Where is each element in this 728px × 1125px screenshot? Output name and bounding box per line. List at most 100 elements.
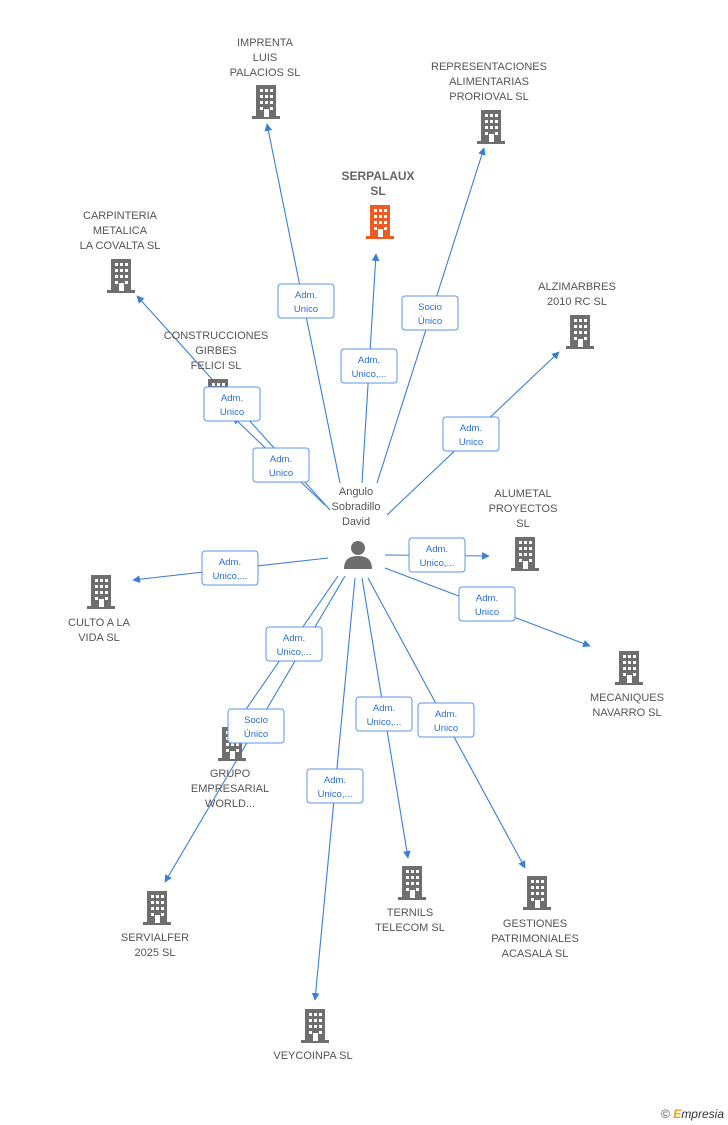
building-icon (107, 259, 135, 293)
relation-label-text-line: Unico,... (318, 789, 353, 800)
relation-label-text: Adm.Unico,... (277, 633, 312, 658)
relation-label-text-line: Unico (434, 723, 458, 734)
relation-label-construcciones[interactable]: Adm.Unico (252, 447, 310, 483)
company-label-serpalaux-line: SL (370, 184, 385, 198)
relation-label-text-line: Unico (475, 607, 499, 618)
building-icon (511, 537, 539, 571)
relation-label-box (442, 416, 500, 452)
building-icon (523, 876, 551, 910)
relation-label-text: Adm.Unico (294, 290, 318, 315)
relation-label-text-line: Adm. (283, 633, 305, 644)
relation-label-text: Adm.Unico,... (352, 355, 387, 380)
relation-label-serpalaux[interactable]: Adm.Unico,... (340, 348, 398, 384)
company-label-mecaniques-line: MECANIQUES (590, 692, 664, 704)
relation-label-box (265, 626, 323, 662)
company-label-construcciones-line: GIRBES (195, 345, 237, 357)
relation-label-box (401, 295, 459, 331)
relation-label-text-line: Unico,... (213, 571, 248, 582)
relation-label-text: Adm.Unico,... (367, 703, 402, 728)
company-label-representaciones-line: ALIMENTARIAS (449, 76, 529, 88)
building-icon (566, 315, 594, 349)
building-icon (398, 866, 426, 900)
relation-label-text-line: Unico (220, 407, 244, 418)
relation-label-gestiones[interactable]: Adm.Unico (417, 702, 475, 738)
relation-label-veycoinpa[interactable]: Adm. Unico,... (306, 768, 364, 804)
building-icon (615, 651, 643, 685)
footer-brand: © Empresia (661, 1107, 724, 1121)
relation-label-text-line: Adm. (270, 454, 292, 465)
company-node-veycoinpa[interactable]: VEYCOINPA SL (273, 1009, 353, 1062)
company-label-gestiones-line: GESTIONES (503, 918, 567, 930)
relation-label-text-line: Adm. (324, 775, 346, 786)
relation-label-text-line: Unico,... (420, 558, 455, 569)
relation-label-text-line: Adm. (295, 290, 317, 301)
company-label-ternils-line: TERNILS (387, 907, 433, 919)
person-label-line: Sobradillo (332, 501, 381, 513)
relation-label-box (458, 586, 516, 622)
company-label-grupo-line: EMPRESARIAL (191, 783, 269, 795)
relation-label-imprenta[interactable]: Adm.Unico (277, 283, 335, 319)
building-icon (301, 1009, 329, 1043)
relation-label-alumetal[interactable]: Adm.Unico,... (408, 537, 466, 573)
relation-label-text-line: Adm. (219, 557, 241, 568)
company-label-alzimarbres-line: ALZIMARBRES (538, 281, 616, 293)
relation-label-text-line: Único (244, 729, 268, 740)
relation-label-box (201, 550, 259, 586)
company-label-gestiones-line: PATRIMONIALES (491, 933, 579, 945)
relation-label-carpinteria[interactable]: Adm.Unico (203, 386, 261, 422)
relation-label-grupo[interactable]: Adm.Unico,... (265, 626, 323, 662)
relation-label-text-line: Único (418, 316, 442, 327)
relation-label-culto[interactable]: Adm. Unico,... (201, 550, 259, 586)
company-label-construcciones-line: FELICI SL (191, 360, 242, 372)
building-icon (366, 205, 394, 239)
person-label-line: Angulo (339, 486, 373, 498)
company-label-representaciones-line: REPRESENTACIONES (431, 61, 547, 73)
relation-label-text: Adm. Unico (475, 593, 499, 618)
person-label-line: David (342, 516, 370, 528)
relation-label-box (252, 447, 310, 483)
copyright-symbol: © (661, 1107, 670, 1121)
relation-label-mecaniques[interactable]: Adm. Unico (458, 586, 516, 622)
company-label-carpinteria-line: CARPINTERIA (83, 210, 158, 222)
building-icon (252, 85, 280, 119)
person-icon (344, 541, 372, 569)
company-label-grupo-line: WORLD... (205, 798, 255, 810)
relation-label-box (340, 348, 398, 384)
company-label-servialfer-line: 2025 SL (135, 947, 176, 959)
relation-label-text-line: Adm. (476, 593, 498, 604)
relation-label-text-line: Adm. (358, 355, 380, 366)
company-label-carpinteria-line: LA COVALTA SL (80, 240, 161, 252)
relation-label-box (355, 696, 413, 732)
relation-label-text-line: Unico (459, 437, 483, 448)
relation-label-text: Adm.Unico (269, 454, 293, 479)
relation-label-text-line: Adm. (373, 703, 395, 714)
relation-label-ternils[interactable]: Adm.Unico,... (355, 696, 413, 732)
relation-label-alzimarbres[interactable]: Adm.Unico (442, 416, 500, 452)
relation-label-box (306, 768, 364, 804)
